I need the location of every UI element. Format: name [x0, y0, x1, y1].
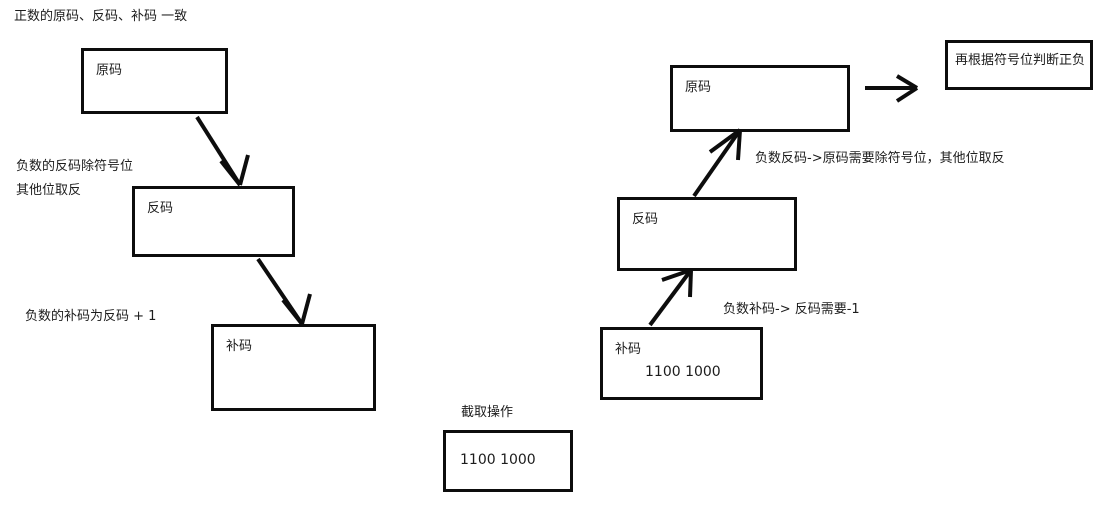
right-note-twos-to-ones: 负数补码-> 反码需要-1	[723, 302, 860, 317]
right-box-ones-complement-label: 反码	[632, 212, 659, 227]
center-caption-truncate: 截取操作	[461, 405, 514, 420]
left-note-ones-rule-line2: 其他位取反	[16, 183, 82, 198]
right-box-original-code-label: 原码	[685, 80, 712, 95]
heading-positive-codes: 正数的原码、反码、补码 一致	[14, 9, 188, 24]
arrow-left-ones-to-twos	[256, 257, 312, 326]
right-box-twos-complement: 补码 1100 1000	[600, 327, 763, 400]
left-box-twos-complement: 补码	[211, 324, 376, 411]
right-box-original-code: 原码	[670, 65, 850, 132]
left-note-ones-rule-line1: 负数的反码除符号位	[16, 159, 134, 174]
right-box-twos-complement-label: 补码	[615, 342, 642, 357]
left-box-original-code-label: 原码	[96, 63, 123, 78]
right-box-ones-complement: 反码	[617, 197, 797, 271]
left-box-ones-complement: 反码	[132, 186, 295, 257]
arrow-right-ones-to-original	[692, 128, 742, 198]
arrow-right-twos-to-ones	[648, 268, 693, 327]
left-box-twos-complement-label: 补码	[226, 339, 253, 354]
arrow-left-original-to-ones	[195, 115, 250, 187]
center-box-truncated-value: 1100 1000	[443, 430, 573, 492]
right-box-twos-complement-value: 1100 1000	[645, 364, 721, 380]
left-box-original-code: 原码	[81, 48, 228, 114]
center-box-truncated-value-text: 1100 1000	[460, 452, 536, 468]
arrow-right-original-to-result	[865, 74, 919, 103]
right-box-sign-judgement-label: 再根据符号位判断正负	[955, 53, 1086, 68]
right-box-sign-judgement: 再根据符号位判断正负	[945, 40, 1093, 90]
right-note-ones-to-original: 负数反码->原码需要除符号位，其他位取反	[755, 151, 1005, 166]
left-box-ones-complement-label: 反码	[147, 201, 174, 216]
left-note-twos-rule: 负数的补码为反码 + 1	[25, 309, 157, 324]
